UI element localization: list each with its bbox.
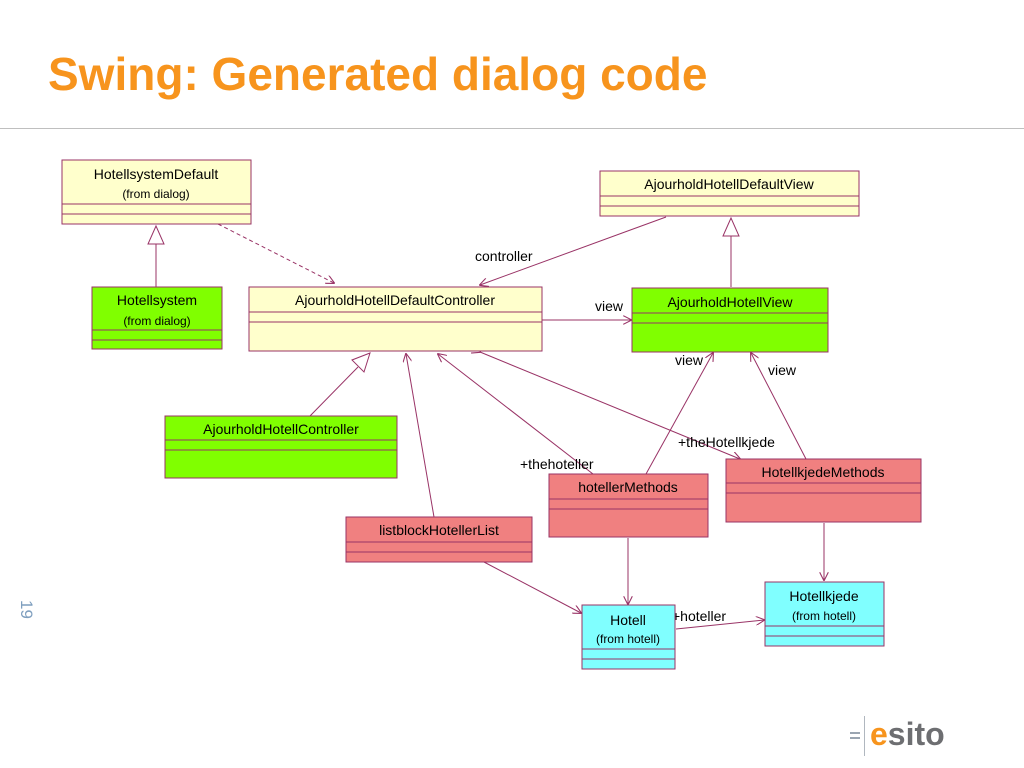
class-hotellkjede-methods: HotellkjedeMethods [725,458,922,523]
association-thehotellkjede [480,352,740,459]
class-name: listblockHotellerList [379,522,499,538]
class-stereotype: (from dialog) [123,314,190,328]
label-the-hoteller: +thehoteller [520,456,594,472]
association-hotell-hotellkjede [675,620,764,630]
class-hoteller-methods: hotellerMethods [548,473,709,538]
association-hoteller-view [645,353,713,475]
class-name: AjourholdHotellDefaultView [644,176,814,192]
class-hotellkjede: Hotellkjede (from hotell) [764,581,885,647]
logo-bars-icon [850,732,860,742]
class-ajourhold-view: AjourholdHotellView [631,287,829,353]
class-hotellsystem: Hotellsystem (from dialog) [91,286,223,350]
class-name: AjourholdHotellController [203,421,359,437]
class-listblock: listblockHotellerList [345,516,533,563]
class-ajourhold-default-view: AjourholdHotellDefaultView [599,170,860,217]
generalization-controller [309,366,359,417]
generalization-triangle [722,216,740,237]
label-view: view [595,298,624,314]
generalization-triangle [351,352,371,373]
class-hotell: Hotell (from hotell) [581,604,676,670]
class-stereotype: (from dialog) [122,187,189,201]
dependency-default-controller [217,223,334,283]
class-name: Hotell [610,612,646,628]
slide-title: Swing: Generated dialog code [48,48,708,100]
esito-logo: esito [850,712,970,756]
logo-wordmark: esito [870,716,945,752]
class-ajourhold-controller: AjourholdHotellController [164,415,398,479]
class-name: AjourholdHotellDefaultController [295,292,495,308]
connectors [147,216,824,630]
label-the-hotellkjede: +theHotellkjede [678,434,775,450]
class-name: HotellsystemDefault [94,166,219,182]
class-name: HotellkjedeMethods [762,464,885,480]
class-default-controller: AjourholdHotellDefaultController [248,286,543,352]
association-listblock [406,354,435,518]
label-view: view [675,352,704,368]
class-stereotype: (from hotell) [596,632,660,646]
generalization-triangle [147,224,165,245]
class-name: AjourholdHotellView [667,294,793,310]
class-hotellsystem-default: HotellsystemDefault (from dialog) [61,159,252,225]
label-hoteller: +hoteller [672,608,726,624]
association-controller [480,216,667,285]
class-name: Hotellkjede [789,588,858,604]
logo-divider [864,716,865,756]
label-view: view [768,362,797,378]
class-name: hotellerMethods [578,479,678,495]
class-stereotype: (from hotell) [792,609,856,623]
label-controller: controller [475,248,533,264]
association-hotellkjede-view [751,353,807,460]
title-divider [0,128,1024,129]
association-labels: controller view view view +theHotellkjed… [475,248,797,624]
class-name: Hotellsystem [117,292,197,308]
association-listblock-hotell [483,561,581,613]
